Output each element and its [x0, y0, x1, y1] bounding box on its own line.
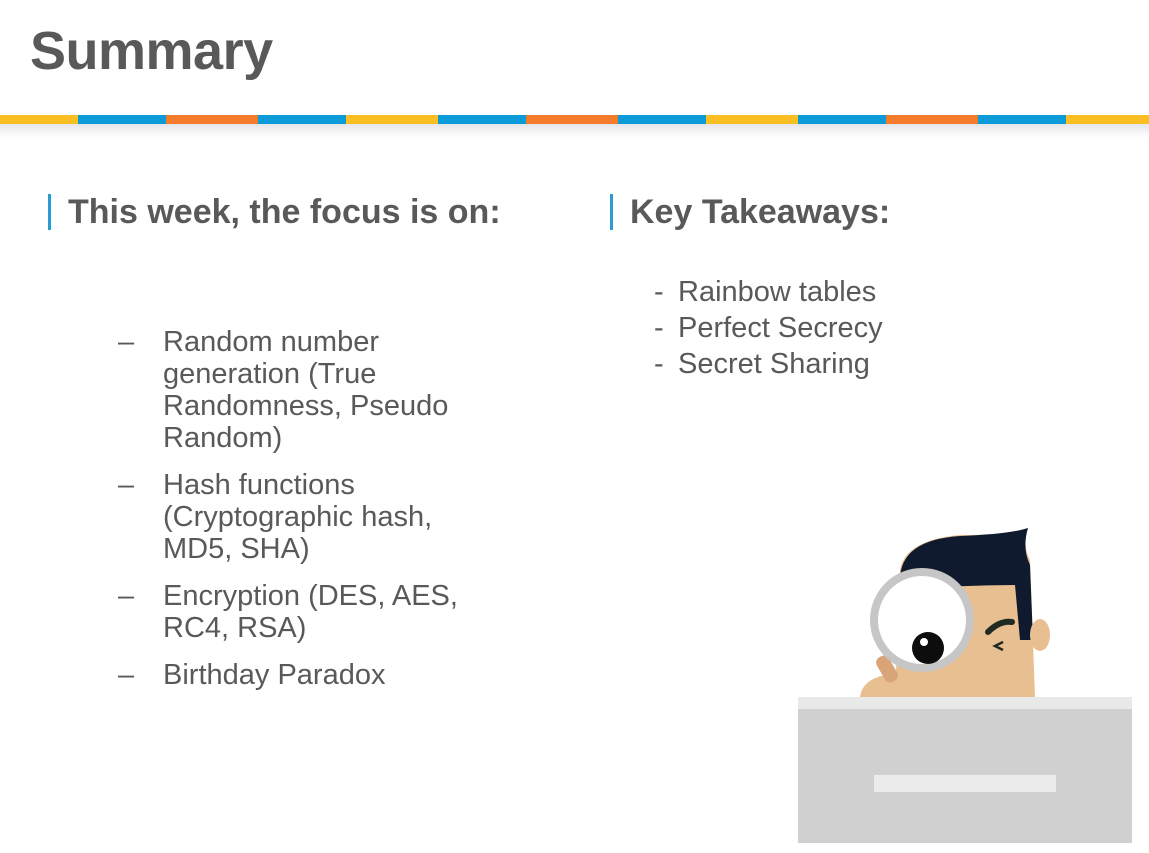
color-stripe-divider — [0, 115, 1149, 124]
list-item: Rainbow tables — [654, 274, 883, 310]
stripe-shadow — [0, 124, 1149, 138]
list-item: Random number generation (True Randomnes… — [118, 326, 483, 454]
slide-title: Summary — [30, 21, 273, 81]
list-item: Hash functions (Cryptographic hash, MD5,… — [118, 469, 483, 565]
left-heading: This week, the focus is on: — [48, 190, 528, 234]
list-item: Encryption (DES, AES, RC4, RSA) — [118, 580, 483, 644]
takeaways-list: Rainbow tables Perfect Secrecy Secret Sh… — [654, 274, 883, 382]
focus-list: Random number generation (True Randomnes… — [118, 326, 483, 706]
man-icon — [860, 528, 1050, 697]
list-item: Secret Sharing — [654, 346, 883, 382]
right-heading: Key Takeaways: — [610, 190, 890, 234]
list-item: Birthday Paradox — [118, 659, 483, 691]
list-item: Perfect Secrecy — [654, 310, 883, 346]
laptop-icon — [798, 697, 1132, 843]
